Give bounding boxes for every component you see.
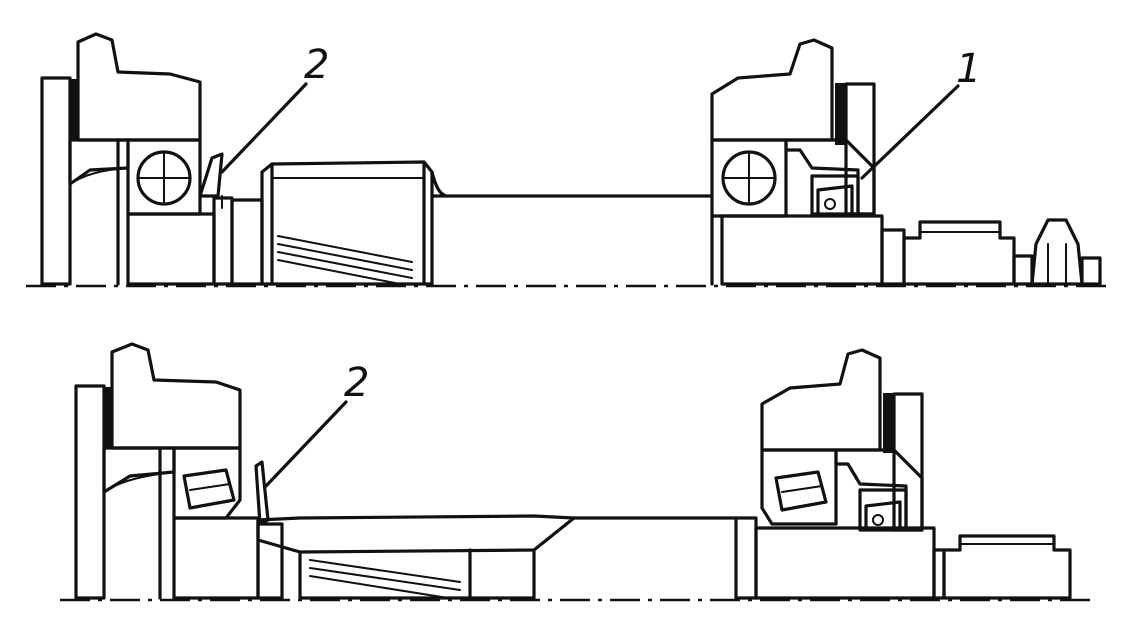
top-right-end-cover [844,82,876,216]
top-right-inner-sleeve [720,214,884,286]
top-shaft-neck [1012,254,1034,286]
bottom-drum-sleeve [256,514,576,600]
top-right-ball-bearing [710,138,788,218]
bottom-left-spacer [256,522,284,600]
callout-2-top: 2 [304,42,329,88]
bottom-left-flange [102,446,176,494]
bottom-left-end-cover [74,384,106,600]
top-lip-seal-1 [810,174,860,216]
top-shaft [430,170,714,198]
top-leader-1 [860,84,960,180]
top-nut [1030,218,1084,286]
callout-2-bottom: 2 [344,360,369,406]
bottom-left-housing [110,342,242,450]
top-left-collar [230,198,264,286]
bottom-right-housing [760,348,882,452]
bottom-leader-2 [264,400,348,488]
bottom-right-inner-sleeve [754,526,936,600]
top-gear-drum [260,160,434,286]
top-left-ball-bearing [126,138,202,216]
bottom-right-tapered-bearing [760,448,838,526]
bottom-left-tapered-bearing [172,446,242,520]
bottom-assembly: 2 [60,342,1090,602]
top-shaft-tip [1080,256,1102,286]
top-left-end-cover [40,76,72,286]
bottom-left-inner-sleeve [172,516,260,600]
bottom-seal-ring-2 [254,460,270,526]
top-left-inner-sleeve [126,212,216,286]
top-leader-2 [220,82,308,174]
bottom-right-spacer [734,516,758,600]
top-assembly: 2 1 [26,32,1110,288]
bottom-keyed-shaft-end [942,534,1072,600]
top-right-housing [710,38,834,142]
top-seal-ring-2 [198,152,224,198]
top-left-housing [76,32,202,142]
top-left-spacer [212,196,234,286]
bottom-lip-seal [858,488,908,532]
top-right-step [880,228,906,286]
callout-1-top: 1 [956,46,981,92]
